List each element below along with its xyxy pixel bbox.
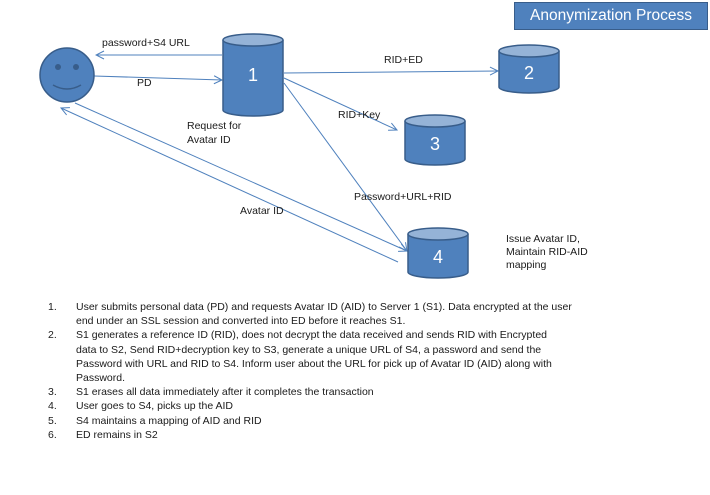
diagram-title: Anonymization Process xyxy=(514,2,708,30)
edge-1-to-3 xyxy=(283,77,397,130)
edge-label-request-line1: Request for xyxy=(187,120,242,132)
edge-label-rid-ed: RID+ED xyxy=(384,54,423,66)
step-text: end under an SSL session and converted i… xyxy=(76,315,406,328)
step-item: 5. S4 maintains a mapping of AID and RID xyxy=(48,414,698,428)
server-3-label: 3 xyxy=(430,134,440,154)
step-number: 4. xyxy=(48,400,57,413)
server-4-label: 4 xyxy=(433,247,443,267)
flow-diagram: 1 2 3 4 password+S4 URL PD RID+ED RID+Ke… xyxy=(39,33,560,279)
server-4-note: Issue Avatar ID, Maintain RID-AID mappin… xyxy=(506,233,626,272)
edge-label-pd: PD xyxy=(137,77,152,89)
edge-user-to-4 xyxy=(74,102,407,251)
edge-1-to-4 xyxy=(283,82,407,251)
edge-label-password-url-rid: Password+URL+RID xyxy=(354,191,452,203)
note-line: Issue Avatar ID, xyxy=(506,233,580,245)
step-text: data to S2, Send RID+decryption key to S… xyxy=(76,343,542,356)
edge-user-to-1 xyxy=(93,76,222,80)
process-steps: 1. User submits personal data (PD) and r… xyxy=(48,300,698,442)
edge-label-request-line2: Avatar ID xyxy=(187,134,231,146)
edge-4-to-user xyxy=(61,108,399,263)
step-item: 6. ED remains in S2 xyxy=(48,428,698,442)
step-text: ED remains in S2 xyxy=(76,428,158,441)
user-avatar xyxy=(39,47,95,103)
step-text: Password. xyxy=(76,372,126,385)
server-1: 1 xyxy=(222,33,284,117)
step-text: Password with URL and RID to S4. Inform … xyxy=(76,357,552,370)
step-text: S1 generates a reference ID (RID), does … xyxy=(76,329,547,342)
edge-label-rid-key: RID+Key xyxy=(338,109,381,121)
step-item: 3. S1 erases all data immediately after … xyxy=(48,385,698,399)
smiley-face-icon xyxy=(39,47,95,103)
note-line: Maintain RID-AID xyxy=(506,246,588,258)
step-text: User submits personal data (PD) and requ… xyxy=(76,301,572,313)
server-2-label: 2 xyxy=(524,63,534,83)
step-item: 1. User submits personal data (PD) and r… xyxy=(48,300,698,328)
step-text: S4 maintains a mapping of AID and RID xyxy=(76,414,262,427)
note-line: mapping xyxy=(506,259,547,271)
step-number: 6. xyxy=(48,428,57,441)
step-number: 2. xyxy=(48,329,57,342)
server-4: 4 xyxy=(407,227,469,279)
step-number: 5. xyxy=(48,414,57,427)
server-3: 3 xyxy=(404,114,466,166)
step-number: 3. xyxy=(48,386,57,399)
server-2: 2 xyxy=(498,44,560,94)
step-item: 2. S1 generates a reference ID (RID), do… xyxy=(48,328,698,385)
step-text: S1 erases all data immediately after it … xyxy=(76,386,374,399)
step-item: 4. User goes to S4, picks up the AID xyxy=(48,399,698,413)
edge-1-to-2 xyxy=(283,71,498,73)
edge-label-password-s4-url: password+S4 URL xyxy=(102,37,190,49)
server-1-label: 1 xyxy=(248,65,258,85)
edge-label-avatar-id: Avatar ID xyxy=(240,205,284,217)
step-number: 1. xyxy=(48,301,57,313)
step-text: User goes to S4, picks up the AID xyxy=(76,400,233,413)
